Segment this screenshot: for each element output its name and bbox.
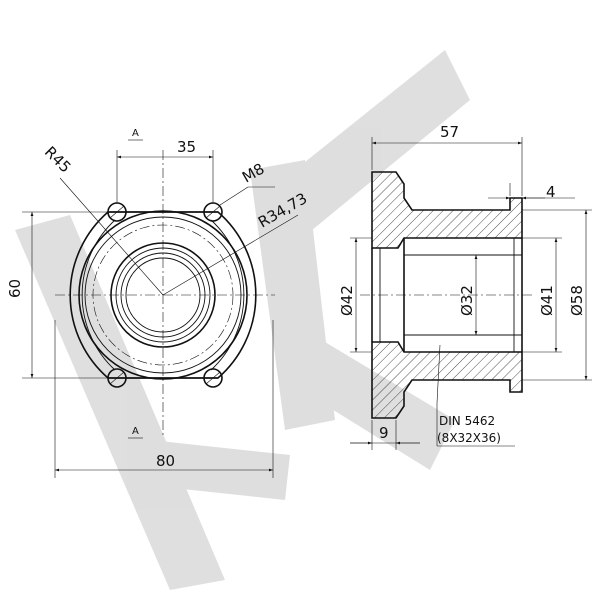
r45-leader [59,177,164,296]
dim-length: 57 [440,123,459,141]
dim-dia-32: Ø32 [458,285,476,316]
dim-dia-42: Ø42 [338,285,356,316]
spline-standard: DIN 5462 [439,414,495,428]
dim-dia-41: Ø41 [538,285,556,316]
section-mark-top: A [132,128,139,139]
r3473-leader [162,214,299,296]
m8-leader [219,186,249,206]
section-mark-bottom: A [132,426,139,437]
dim-bolt-spacing: 35 [177,138,196,156]
section-wall-lower [371,341,523,419]
dim-height: 60 [6,279,24,298]
section-wall-upper [371,171,523,249]
dim-width: 80 [156,452,175,470]
spline-spec: (8X32X36) [437,431,501,445]
dim-flange: 9 [379,424,389,442]
dim-radius-outer: R45 [41,143,75,177]
dim-step: 4 [546,183,556,201]
dim-dia-58: Ø58 [568,285,586,316]
watermark-logo [15,50,470,590]
section-view: 57 4 Ø42 Ø32 Ø41 Ø58 9 DIN 5462 (8X32X36… [338,123,592,450]
bolt-hole [203,368,223,388]
